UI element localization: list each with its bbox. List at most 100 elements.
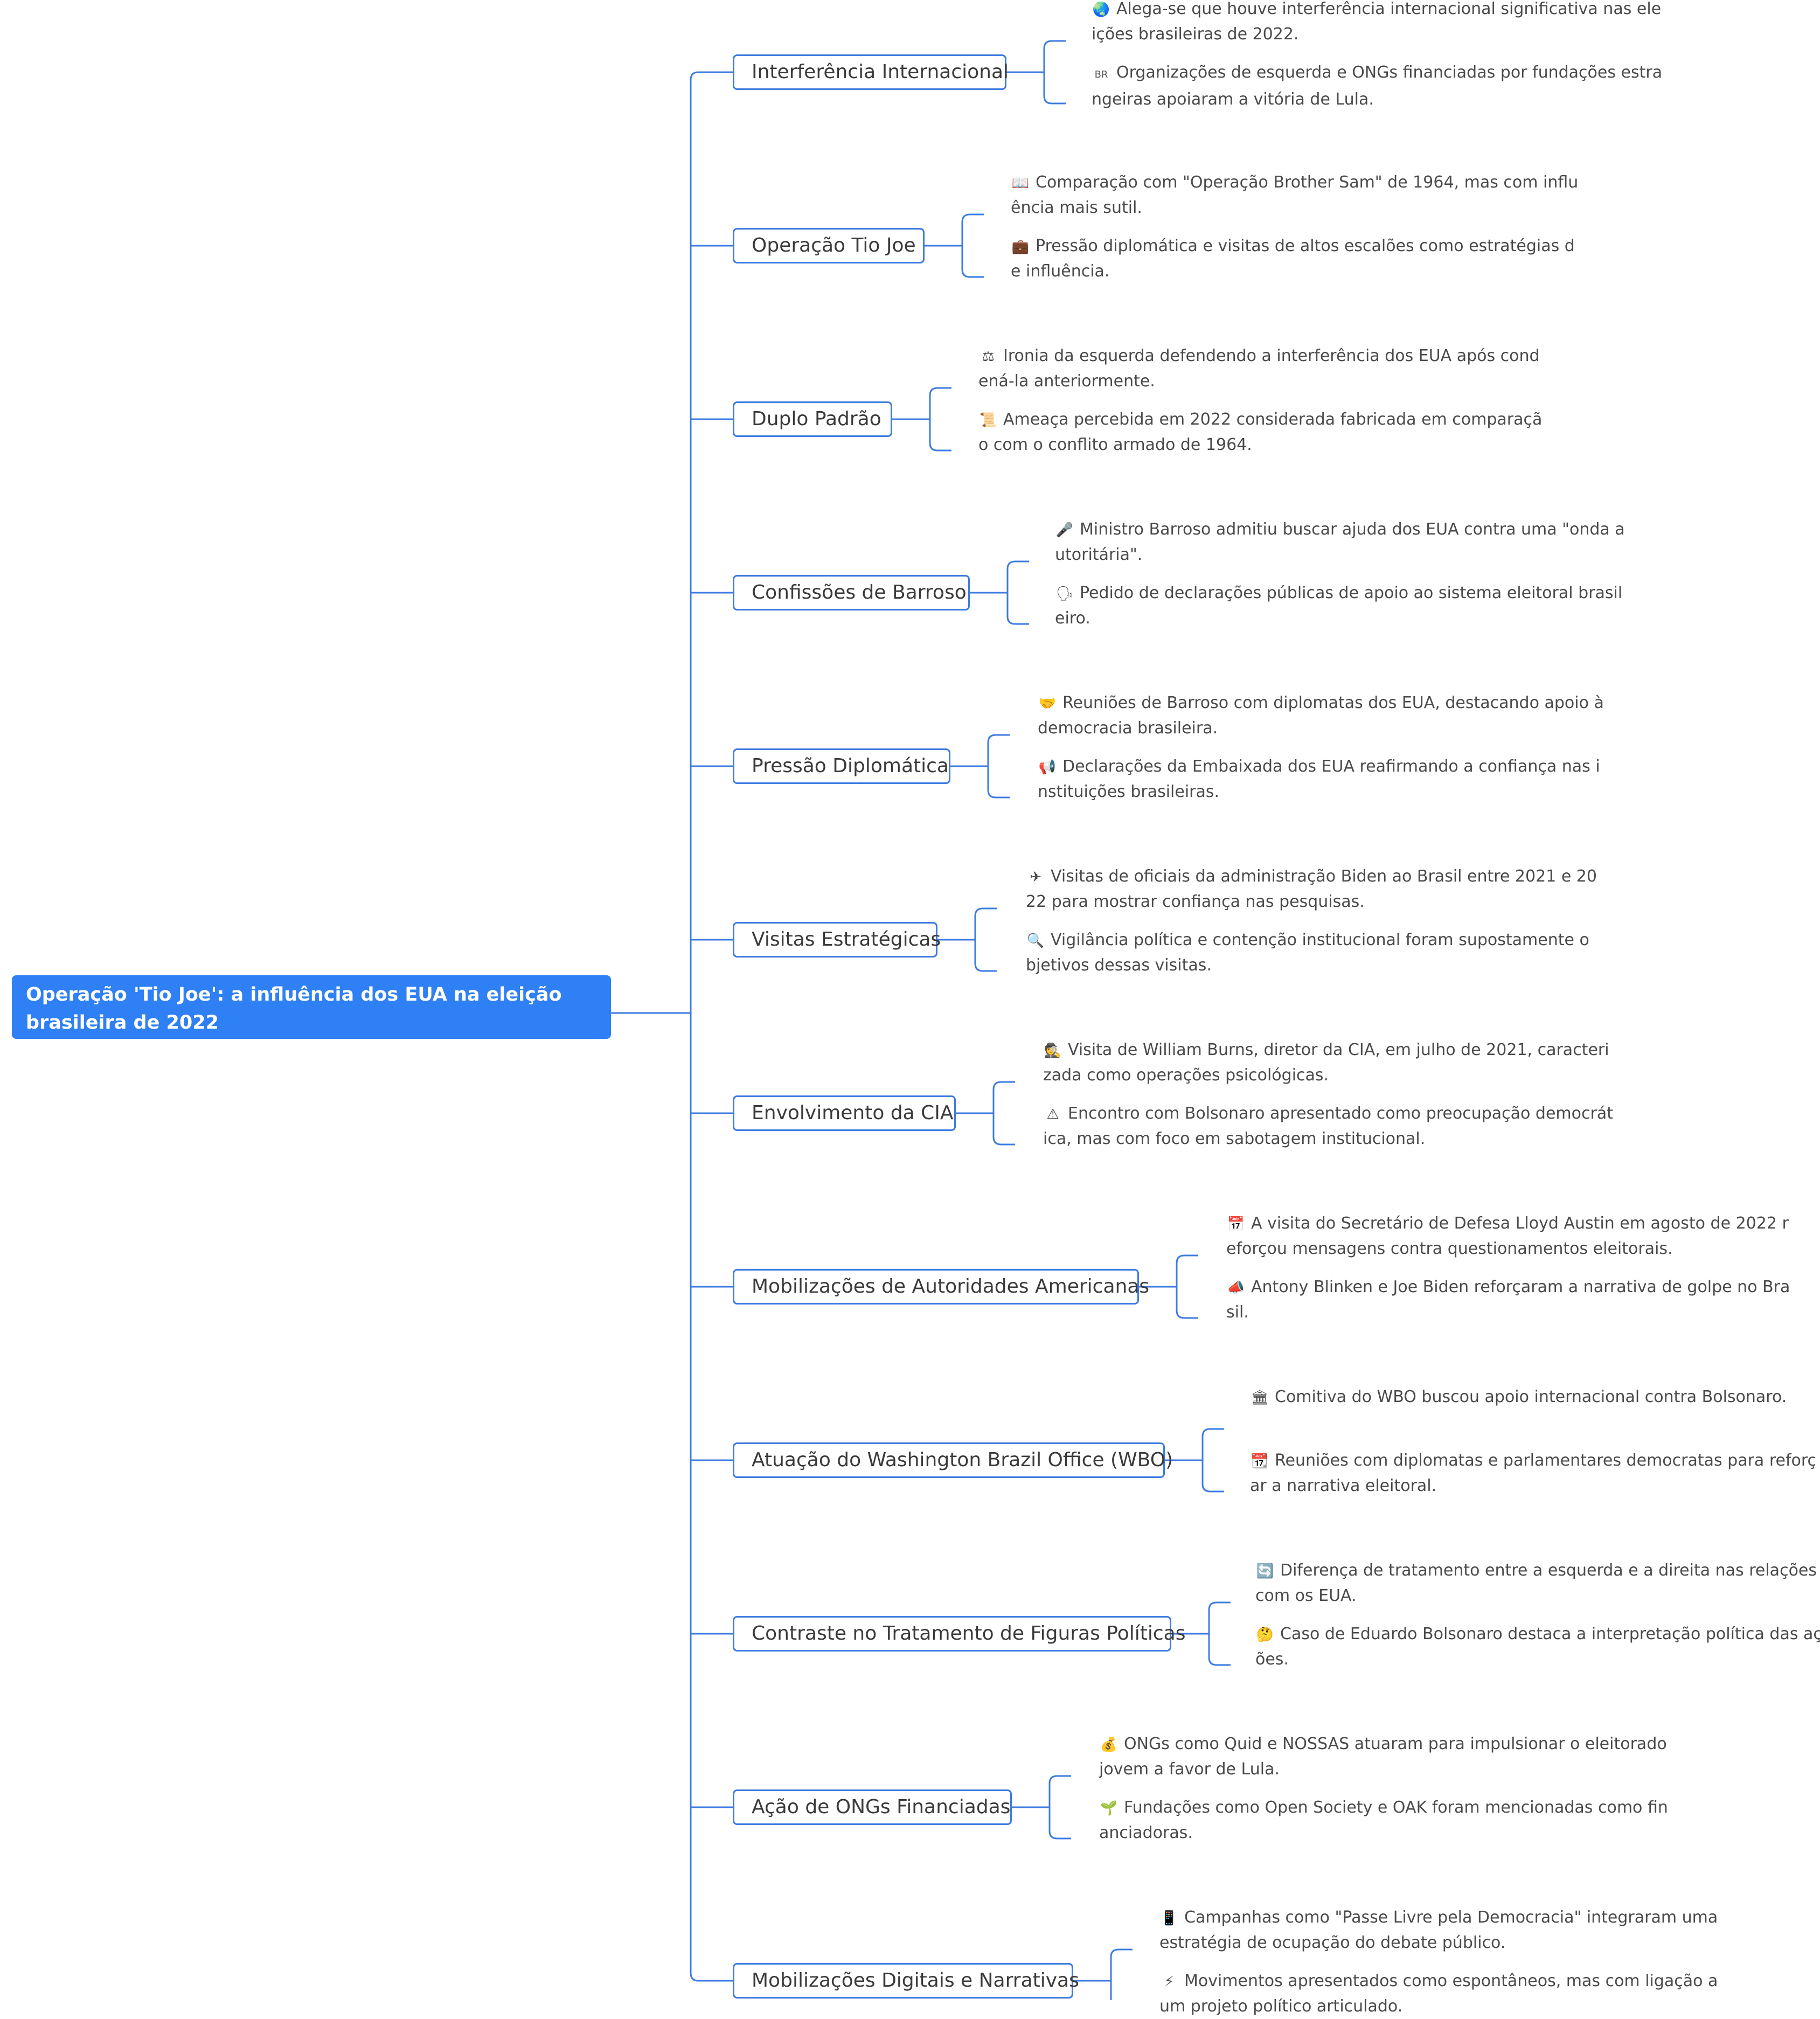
speaking-head-icon: 🗣 xyxy=(1055,586,1074,602)
root-topic[interactable]: Operação 'Tio Joe': a influência dos EUA… xyxy=(12,975,611,1039)
leaf-text: Pressão diplomática e visitas de altos e… xyxy=(1011,237,1575,281)
thinking-face-icon: 🤔 xyxy=(1256,1627,1274,1643)
leaf-topic[interactable]: ✈Visitas de oficiais da administração Bi… xyxy=(1026,864,1597,914)
branch-topic[interactable]: Mobilizações Digitais e Narrativas xyxy=(733,1963,1079,1999)
seedling-icon: 🌱 xyxy=(1100,1800,1118,1816)
leaf-topic[interactable]: ⚠Encontro com Bolsonaro apresentado como… xyxy=(1043,1101,1614,1151)
connector-curve xyxy=(1043,40,1066,105)
leaf-text: Caso de Eduardo Bolsonaro destaca a inte… xyxy=(1255,1625,1820,1669)
megaphone-icon: 📢 xyxy=(1038,759,1057,775)
branch-topic[interactable]: Envolvimento da CIA xyxy=(733,1095,956,1131)
leaf-text: Encontro com Bolsonaro apresentado como … xyxy=(1043,1104,1613,1148)
leaf-topic[interactable]: 🏛 Comitiva do WBO buscou apoio internacio… xyxy=(1250,1385,1820,1410)
branch-topic[interactable]: Contraste no Tratamento de Figuras Polít… xyxy=(733,1616,1186,1652)
globe-icon: 🌏 xyxy=(1092,2,1110,18)
leaf-text: Ministro Barroso admitiu buscar ajuda do… xyxy=(1055,520,1625,564)
connector-curve xyxy=(974,907,997,972)
branch-topic[interactable]: Mobilizações de Autoridades Americanas xyxy=(733,1269,1149,1305)
connector-curve xyxy=(690,71,733,80)
leaf-text: Visita de William Burns, diretor da CIA,… xyxy=(1043,1040,1609,1085)
leaf-topic[interactable]: 🔍Vigilância política e contenção institu… xyxy=(1026,928,1597,978)
branch-topic[interactable]: Pressão Diplomática xyxy=(733,748,950,784)
scroll-icon: 📜 xyxy=(979,412,997,428)
leaf-text: Movimentos apresentados como espontâneos… xyxy=(1159,1972,1718,2016)
leaf-text: Campanhas como "Passe Livre pela Democra… xyxy=(1159,1908,1718,1952)
leaf-topic[interactable]: 💼Pressão diplomática e visitas de altos … xyxy=(1011,234,1582,284)
leaf-topic[interactable]: 📅A visita do Secretário de Defesa Lloyd … xyxy=(1226,1211,1797,1261)
leaf-topic[interactable]: 🤝Reuniões de Barroso com diplomatas dos … xyxy=(1038,691,1609,741)
branch-topic[interactable]: Visitas Estratégicas xyxy=(733,922,941,958)
calendar-icon: 📆 xyxy=(1251,1453,1269,1469)
connector-curve xyxy=(929,387,951,452)
book-icon: 📖 xyxy=(1011,175,1030,191)
leaf-text: Organizações de esquerda e ONGs financia… xyxy=(1092,63,1663,109)
branch-topic[interactable]: Duplo Padrão xyxy=(733,401,892,437)
connector-curve xyxy=(1048,1775,1071,1840)
leaf-topic[interactable]: 📱Campanhas como "Passe Livre pela Democr… xyxy=(1159,1905,1731,1955)
leaf-text: Fundações como Open Society e OAK foram … xyxy=(1099,1798,1668,1842)
magnifier-icon: 🔍 xyxy=(1026,933,1045,949)
leaf-topic[interactable]: ⚡Movimentos apresentados como espontâneo… xyxy=(1159,1969,1731,2019)
leaf-topic[interactable]: 🎤Ministro Barroso admitiu buscar ajuda d… xyxy=(1055,517,1626,567)
leaf-topic[interactable]: 📖Comparação com "Operação Brother Sam" d… xyxy=(1011,170,1582,220)
scales-icon: ⚖ xyxy=(982,349,995,365)
connector-curve xyxy=(987,734,1010,799)
leaf-text: Antony Blinken e Joe Biden reforçaram a … xyxy=(1226,1278,1790,1322)
leaf-topic[interactable]: 🌱Fundações como Open Society e OAK foram… xyxy=(1099,1795,1670,1845)
branch-topic[interactable]: Confissões de Barroso xyxy=(733,575,970,610)
leaf-topic[interactable]: 📜Ameaça percebida em 2022 considerada fa… xyxy=(978,407,1550,457)
leaf-text: A visita do Secretário de Defesa Lloyd A… xyxy=(1226,1214,1789,1258)
connector-curve xyxy=(961,213,984,278)
leaf-topic[interactable]: 📣Antony Blinken e Joe Biden reforçaram a… xyxy=(1226,1275,1797,1325)
briefcase-icon: 💼 xyxy=(1011,239,1030,255)
branch-topic[interactable]: Atuação do Washington Brazil Office (WBO… xyxy=(733,1442,1173,1478)
leaf-text: Vigilância política e contenção instituc… xyxy=(1026,931,1589,975)
leaf-topic[interactable]: 📆Reuniões com diplomatas e parlamentares… xyxy=(1250,1448,1820,1498)
flag-br-icon: BR xyxy=(1094,69,1108,80)
connector-curve xyxy=(1208,1601,1231,1666)
repeat-icon: 🔄 xyxy=(1256,1563,1274,1579)
connector-curve xyxy=(1201,1428,1224,1493)
connector-curve xyxy=(690,1973,733,1982)
connector-curve xyxy=(1110,1948,1133,2000)
leaf-text: Alega-se que houve interferência interna… xyxy=(1092,0,1662,44)
leaf-text: ONGs como Quid e NOSSAS atuaram para imp… xyxy=(1099,1734,1667,1779)
leaf-text: Comitiva do WBO buscou apoio internacion… xyxy=(1275,1387,1787,1406)
leaf-topic[interactable]: 🤔Caso de Eduardo Bolsonaro destaca a int… xyxy=(1255,1622,1820,1672)
connector-curve xyxy=(1006,560,1029,625)
classical-building-icon: 🏛 xyxy=(1251,1390,1269,1406)
leaf-text: Ironia da esquerda defendendo a interfer… xyxy=(978,346,1540,391)
lightning-icon: ⚡ xyxy=(1164,1974,1175,1990)
connector-curve xyxy=(992,1081,1015,1146)
leaf-text: Reuniões de Barroso com diplomatas dos E… xyxy=(1038,693,1604,738)
leaf-text: Ameaça percebida em 2022 considerada fab… xyxy=(978,410,1543,454)
calendar-icon: 📅 xyxy=(1227,1216,1245,1232)
leaf-topic[interactable]: 🔄Diferença de tratamento entre a esquerd… xyxy=(1255,1558,1820,1608)
branch-topic[interactable]: Ação de ONGs Financiadas xyxy=(733,1789,1012,1825)
leaf-text: Pedido de declarações públicas de apoio … xyxy=(1055,584,1623,628)
leaf-text: Declarações da Embaixada dos EUA reafirm… xyxy=(1038,757,1600,801)
microphone-icon: 🎤 xyxy=(1055,522,1074,538)
mobile-phone-icon: 📱 xyxy=(1160,1910,1178,1926)
party-horn-icon: 📣 xyxy=(1227,1280,1245,1296)
leaf-text: Diferença de tratamento entre a esquerda… xyxy=(1255,1561,1817,1605)
handshake-icon: 🤝 xyxy=(1038,696,1057,712)
branch-topic[interactable]: Operação Tio Joe xyxy=(733,228,925,263)
branch-topic[interactable]: Interferência Internacional xyxy=(733,54,1009,90)
leaf-topic[interactable]: 🗣Pedido de declarações públicas de apoio… xyxy=(1055,581,1626,631)
detective-icon: 🕵 xyxy=(1044,1043,1062,1059)
connector-curve xyxy=(1176,1254,1198,1319)
airplane-icon: ✈ xyxy=(1030,869,1041,885)
warning-icon: ⚠ xyxy=(1046,1106,1059,1122)
leaf-topic[interactable]: 🕵Visita de William Burns, diretor da CIA… xyxy=(1043,1038,1614,1088)
leaf-topic[interactable]: 💰ONGs como Quid e NOSSAS atuaram para im… xyxy=(1099,1732,1670,1782)
leaf-text: Visitas de oficiais da administração Bid… xyxy=(1026,867,1597,911)
leaf-topic[interactable]: 🌏Alega-se que houve interferência intern… xyxy=(1092,0,1663,47)
leaf-topic[interactable]: 📢Declarações da Embaixada dos EUA reafir… xyxy=(1038,754,1609,804)
leaf-topic[interactable]: ⚖Ironia da esquerda defendendo a interfe… xyxy=(978,344,1550,394)
leaf-text: Comparação com "Operação Brother Sam" de… xyxy=(1011,173,1579,217)
leaf-text: Reuniões com diplomatas e parlamentares … xyxy=(1250,1451,1817,1495)
